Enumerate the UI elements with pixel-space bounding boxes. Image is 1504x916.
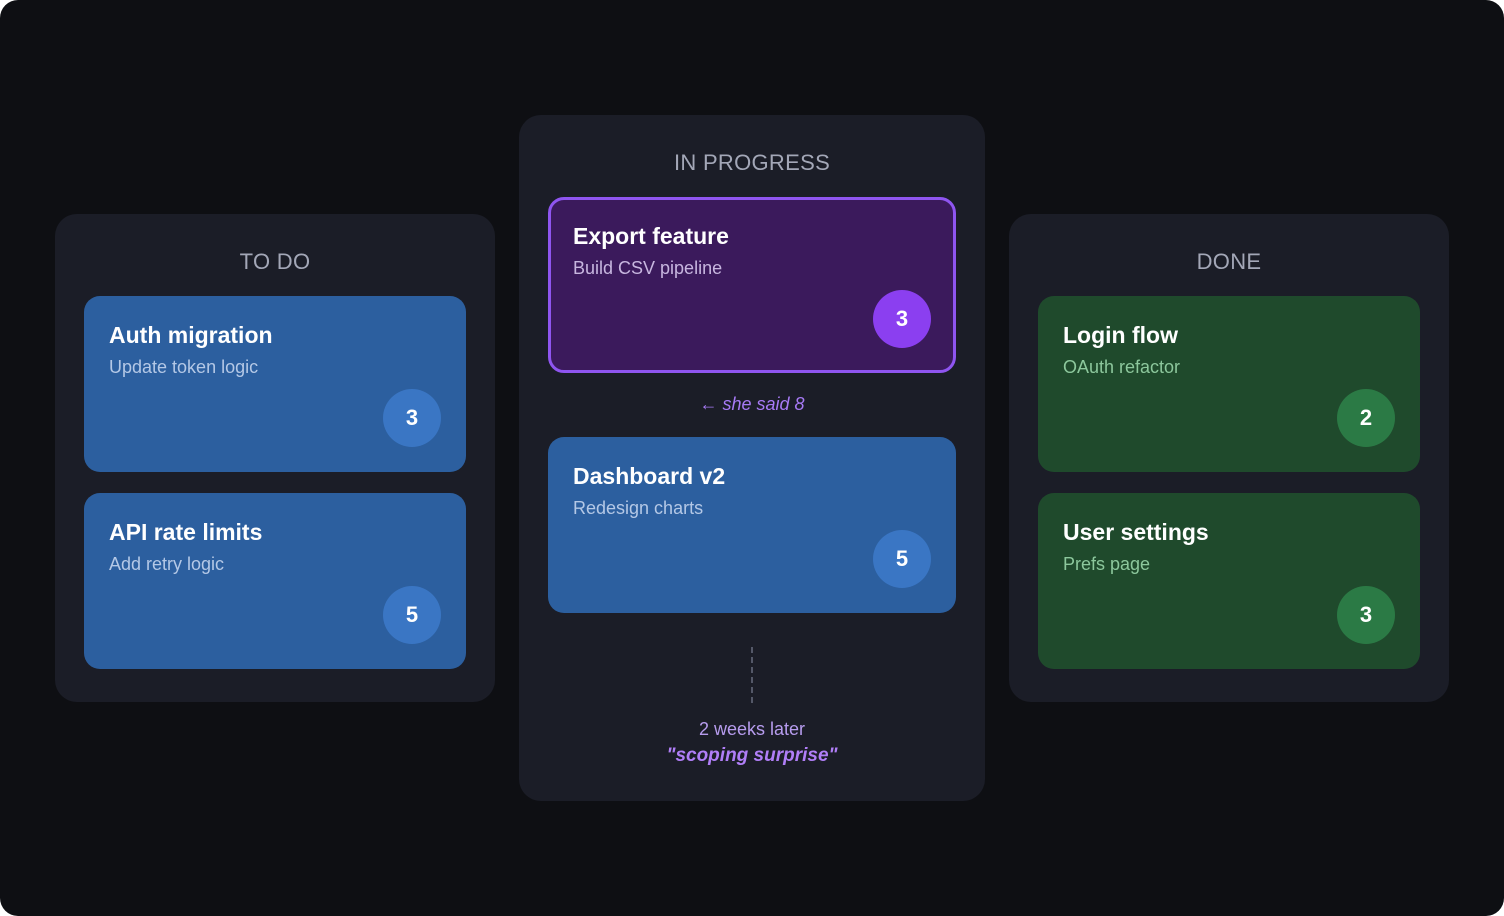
card-subtitle: Update token logic [109,357,259,377]
column-title-todo: TO DO [239,249,311,274]
story-points-badge: 5 [873,530,931,588]
story-points-badge: 3 [873,290,931,348]
card-title: User settings [1063,519,1209,545]
story-points-badge: 2 [1337,389,1395,447]
task-card-export-feature[interactable]: Export feature Build CSV pipeline 3 [548,197,956,373]
time-passed-label: 2 weeks later [698,719,806,739]
card-title: Login flow [1063,322,1178,348]
story-points-badge: 3 [1337,586,1395,644]
column-in-progress: IN PROGRESS Export feature Build CSV pip… [519,115,985,801]
card-subtitle: Add retry logic [109,554,225,574]
column-todo: TO DO Auth migration Update token logic … [55,214,495,702]
timeline-dashed-line [751,647,753,703]
story-points-badge: 5 [383,586,441,644]
task-card-dashboard-v2[interactable]: Dashboard v2 Redesign charts 5 [548,437,956,613]
card-subtitle: Prefs page [1063,554,1151,574]
task-card-user-settings[interactable]: User settings Prefs page 3 [1038,493,1420,669]
task-card-auth-migration[interactable]: Auth migration Update token logic 3 [84,296,466,472]
scoping-quote: "scoping surprise" [666,745,838,766]
column-title-in-progress: IN PROGRESS [673,150,831,175]
task-card-login-flow[interactable]: Login flow OAuth refactor 2 [1038,296,1420,472]
task-card-api-rate-limits[interactable]: API rate limits Add retry logic 5 [84,493,466,669]
estimate-annotation: ← she said 8 [699,394,805,414]
card-subtitle: Build CSV pipeline [573,258,723,278]
column-done: DONE Login flow OAuth refactor 2 User se… [1009,214,1449,702]
card-title: Export feature [573,223,729,249]
column-title-done: DONE [1196,249,1262,274]
card-subtitle: OAuth refactor [1063,357,1181,377]
card-title: Dashboard v2 [573,463,726,489]
story-points-badge: 3 [383,389,441,447]
card-title: API rate limits [109,519,263,545]
card-title: Auth migration [109,322,273,348]
card-subtitle: Redesign charts [573,498,704,518]
